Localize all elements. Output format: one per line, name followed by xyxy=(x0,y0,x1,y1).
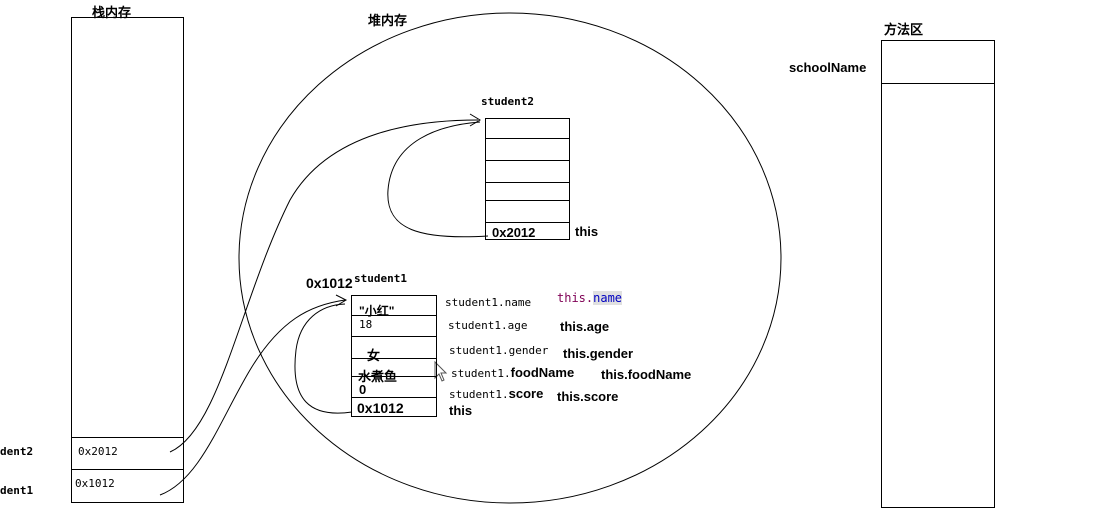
arrow-student1 xyxy=(159,299,346,496)
stack-memory-box: 0x2012 0x1012 xyxy=(71,17,184,503)
student1-object: "小红" 18 女 水煮鱼 0 0x1012 xyxy=(351,295,437,417)
student1-label: student1 xyxy=(354,272,407,285)
this-name: this.name xyxy=(557,291,623,305)
field-foodname-value: 水煮鱼 xyxy=(358,369,398,384)
student1-address: 0x1012 xyxy=(306,275,353,291)
ref-gender: student1.gender xyxy=(449,344,549,357)
student2-label: student2 xyxy=(481,95,534,108)
ref-foodname: student1.foodName xyxy=(451,362,574,381)
this-gender: this.gender xyxy=(563,346,634,361)
ref-field: foodName xyxy=(510,365,575,380)
cursor-icon xyxy=(434,360,448,382)
this-loop-student2 xyxy=(387,121,489,238)
stack-cell-student2: 0x2012 xyxy=(78,445,118,458)
stack-cell-student1: 0x1012 xyxy=(75,477,115,490)
arrow-student2 xyxy=(169,119,479,453)
field-gender-value: 女 xyxy=(367,348,381,363)
stack-title: 栈内存 xyxy=(92,5,132,20)
student2-this-label: this xyxy=(575,224,599,239)
student2-this-value: 0x2012 xyxy=(492,225,536,240)
ref-score: student1.score xyxy=(449,383,543,402)
heap-title: 堆内存 xyxy=(368,13,408,28)
student2-object: 0x2012 xyxy=(485,118,570,240)
this-loop-student1 xyxy=(294,303,353,414)
field-name-value: "小红" xyxy=(359,304,395,318)
method-area-box xyxy=(881,40,995,508)
heap-ellipse xyxy=(238,12,782,504)
field-this-value: 0x1012 xyxy=(357,400,404,416)
field-age-value: 18 xyxy=(359,318,373,331)
name-field: name xyxy=(593,291,623,305)
ref-prefix: student1. xyxy=(449,388,509,401)
this-keyword: this. xyxy=(557,291,594,305)
ref-name: student1.name xyxy=(445,296,532,309)
this-age: this.age xyxy=(560,319,610,334)
ref-field: score xyxy=(508,386,544,401)
school-name-label: schoolName xyxy=(789,60,867,75)
this-score: this.score xyxy=(557,389,619,404)
this-foodname: this.foodName xyxy=(601,367,692,382)
ref-age: student1.age xyxy=(448,319,528,332)
field-score-value: 0 xyxy=(359,382,367,397)
ref-prefix: student1. xyxy=(451,367,511,380)
this-self: this xyxy=(449,403,473,418)
stack-label-student2: dent2 xyxy=(0,445,34,458)
stack-label-student1: dent1 xyxy=(0,484,34,497)
method-area-title: 方法区 xyxy=(884,22,924,37)
